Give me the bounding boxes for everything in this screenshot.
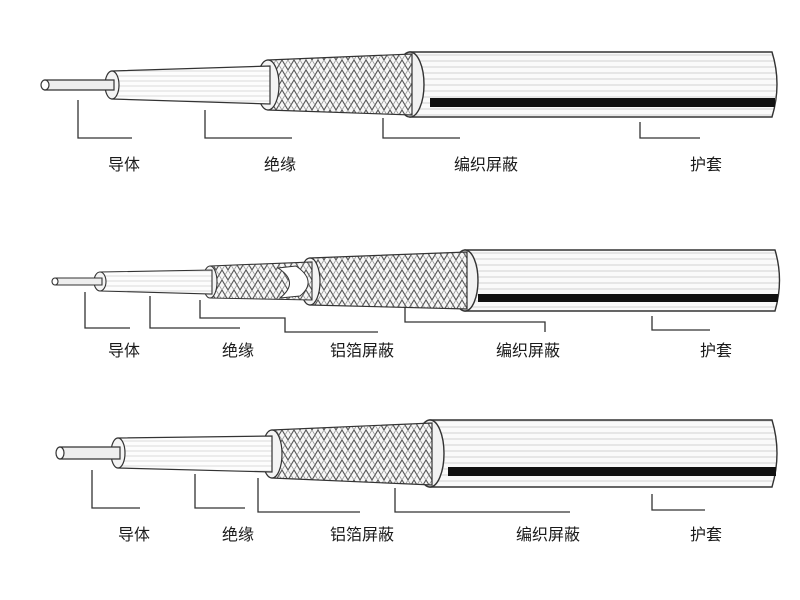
leader-lines [91,470,705,513]
label-braid-shield: 编织屏蔽 [516,525,580,544]
leader-lines [77,100,700,139]
label-braid-shield: 编织屏蔽 [496,341,560,360]
insulation [93,269,213,295]
label-braid-shield: 编织屏蔽 [454,155,518,174]
label-foil-shield: 铝箔屏蔽 [330,341,394,360]
component-labels: 导体 绝缘 编织屏蔽 护套 [108,155,722,174]
cable-diagram-1: 导体 绝缘 编织屏蔽 护套 [40,51,778,174]
jacket [451,249,781,312]
jacket [395,51,778,118]
label-jacket: 护套 [700,341,732,360]
insulation [104,65,271,105]
cable-diagram-3: 导体 绝缘 铝箔屏蔽 编织屏蔽 护套 [55,419,778,544]
braid-shield [299,251,468,310]
braid-shield [256,53,413,116]
component-labels: 导体 绝缘 铝箔屏蔽 编织屏蔽 护套 [108,341,732,360]
label-insulation: 绝缘 [264,155,296,174]
label-foil-shield: 铝箔屏蔽 [330,525,394,544]
label-jacket: 护套 [690,155,722,174]
label-conductor: 导体 [108,155,140,174]
label-conductor: 导体 [108,341,140,360]
conductor [51,277,103,286]
label-insulation: 绝缘 [222,525,254,544]
cable-diagram-2: 导体 绝缘 铝箔屏蔽 编织屏蔽 护套 [51,249,781,360]
braid-shield [261,422,433,486]
jacket [415,419,778,488]
label-insulation: 绝缘 [222,341,254,360]
conductor [40,79,115,91]
label-jacket: 护套 [690,525,722,544]
insulation [110,435,273,473]
component-labels: 导体 绝缘 铝箔屏蔽 编织屏蔽 护套 [118,525,722,544]
label-conductor: 导体 [118,525,150,544]
leader-lines [84,292,710,333]
conductor [55,446,121,460]
